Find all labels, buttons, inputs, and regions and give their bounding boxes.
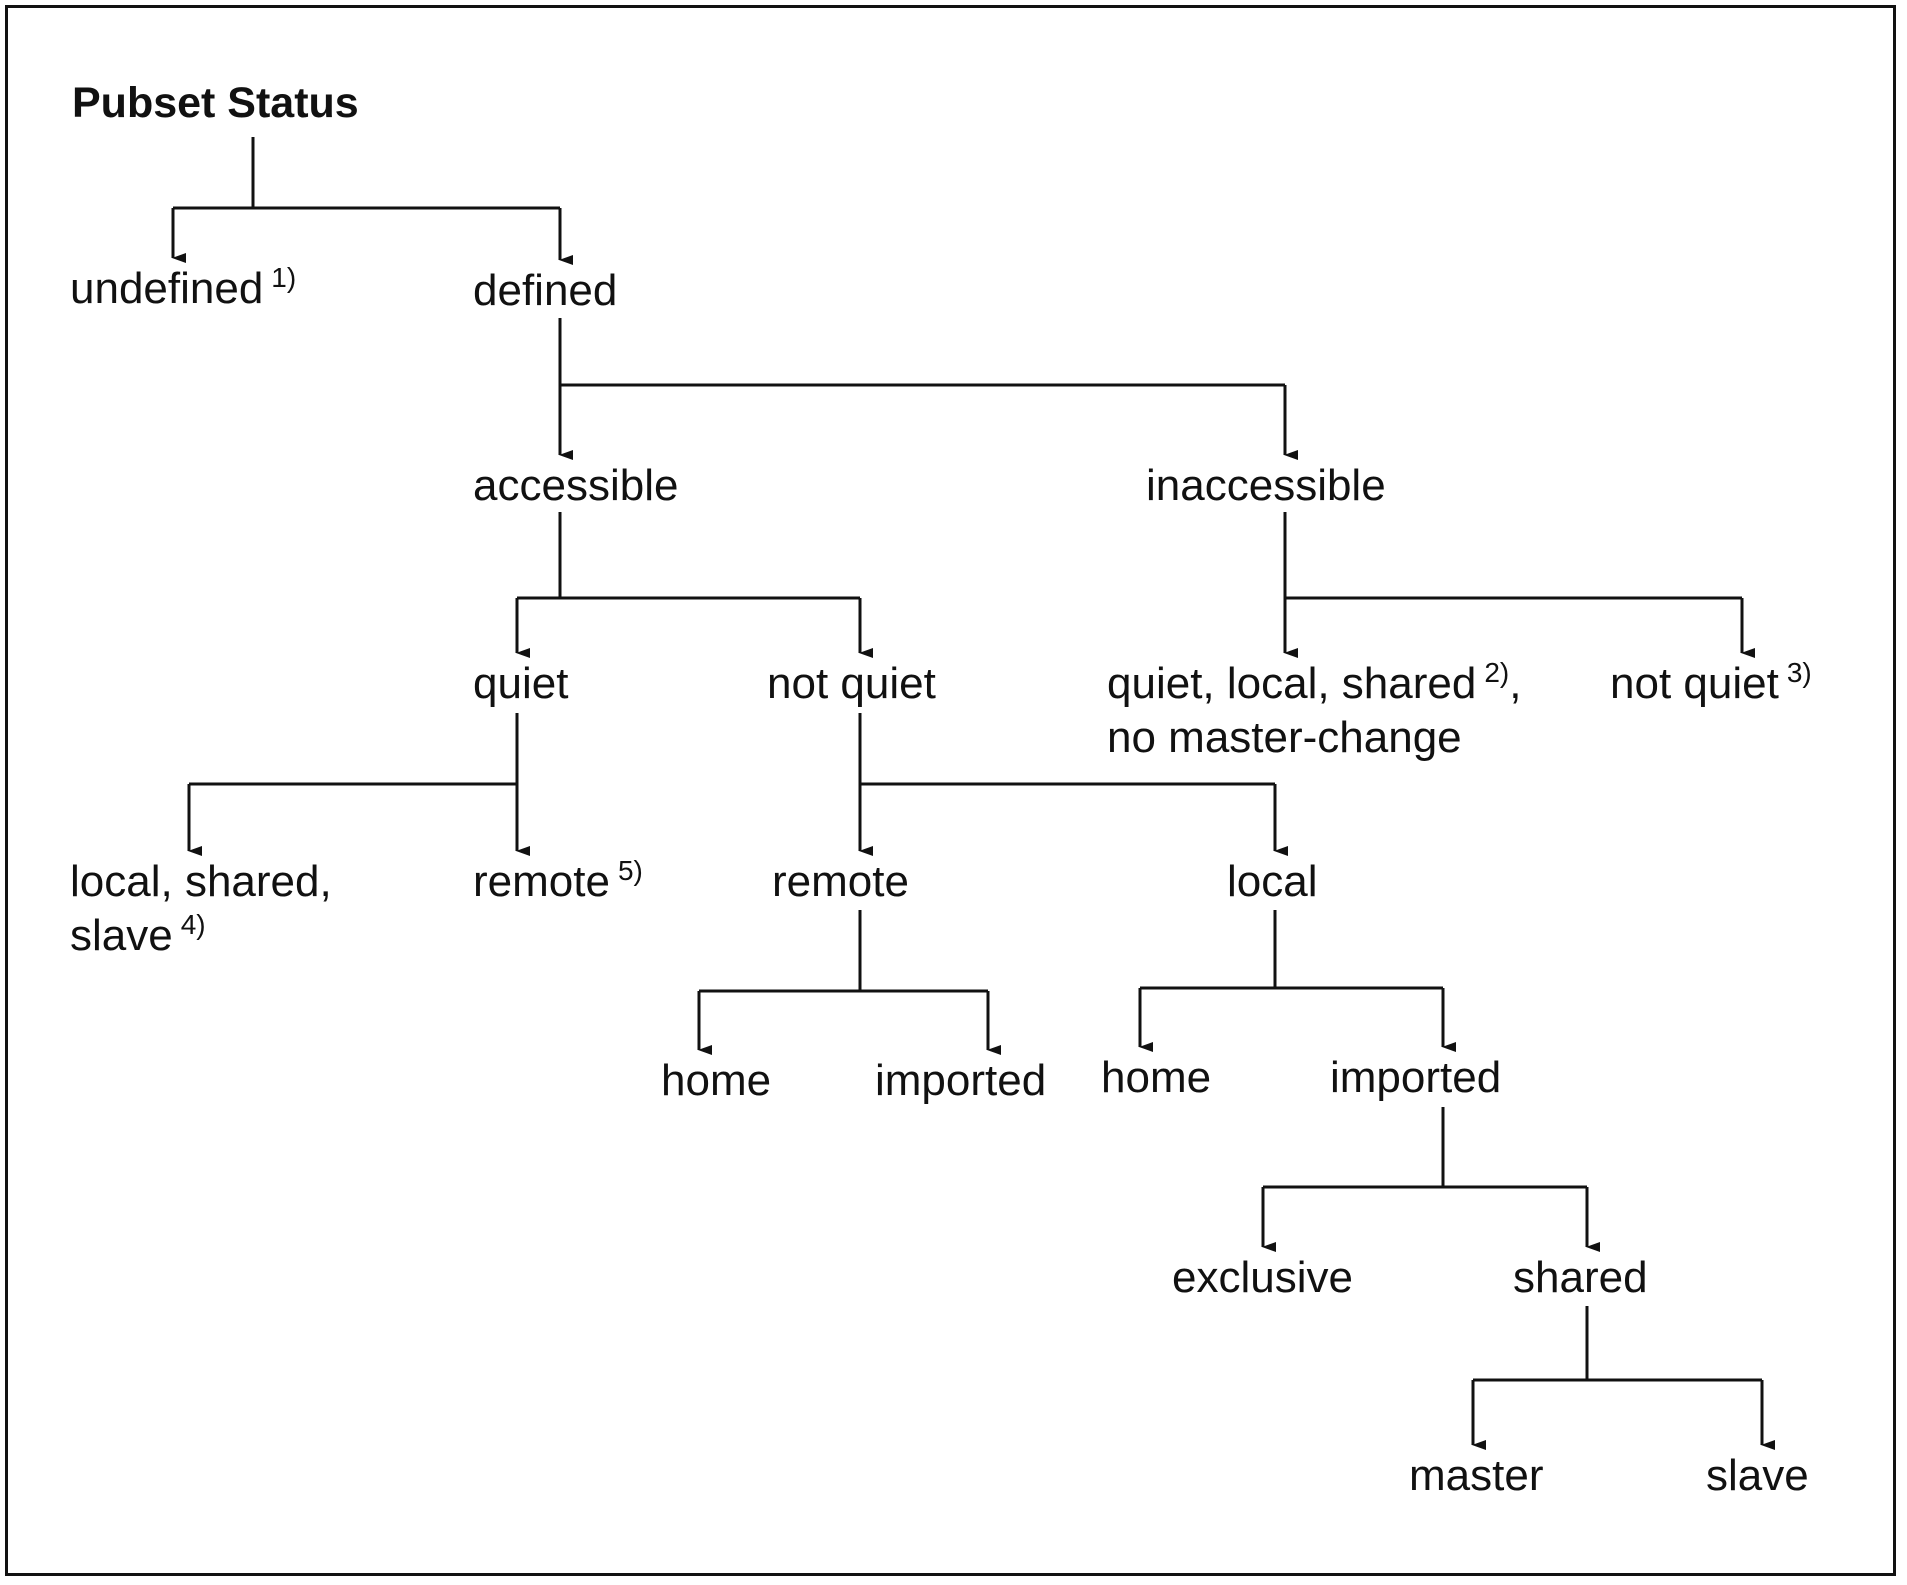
node-remote-home: home [661, 1056, 772, 1105]
node-inaccessible: inaccessible [1146, 461, 1386, 510]
footnote-marker: 5) [617, 855, 643, 887]
footnote-marker: 4) [180, 909, 206, 941]
node-not-quiet-local: local [1227, 857, 1318, 906]
node-slave: slave [1706, 1451, 1809, 1500]
node-local-home: home [1101, 1053, 1212, 1102]
node-defined: defined [473, 266, 618, 315]
node-master: master [1409, 1451, 1544, 1500]
node-local-imported: imported [1330, 1053, 1502, 1102]
diagram-title: Pubset Status [72, 79, 359, 127]
node-not-quiet-remote: remote [772, 857, 909, 906]
node-remote-imported: imported [875, 1056, 1047, 1105]
node-not-quiet: not quiet [767, 659, 936, 708]
node-shared: shared [1513, 1253, 1648, 1302]
diagram-frame [5, 5, 1896, 1576]
node-quiet: quiet [473, 659, 569, 708]
node-accessible: accessible [473, 461, 679, 510]
footnote-marker: 2) [1484, 657, 1510, 689]
footnote-marker: 3) [1786, 657, 1812, 689]
node-exclusive: exclusive [1172, 1253, 1353, 1302]
footnote-marker: 1) [271, 262, 297, 294]
